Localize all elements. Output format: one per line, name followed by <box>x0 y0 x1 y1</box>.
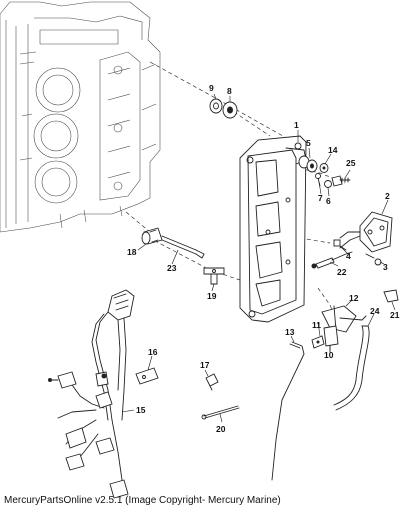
part-14-washer <box>319 163 329 173</box>
callout-24: 24 <box>370 306 380 316</box>
part-21-clip <box>383 289 399 303</box>
callout-19: 19 <box>207 291 217 301</box>
part-9-nut <box>209 98 223 114</box>
callout-10: 10 <box>324 350 334 360</box>
part-10-clamp <box>323 325 339 353</box>
part-23-hose <box>161 235 205 259</box>
part-8-grommet <box>222 101 238 119</box>
callout-7: 7 <box>318 193 323 203</box>
part-19-tee <box>203 267 225 285</box>
part-24-tube <box>333 325 370 411</box>
callout-leaders <box>121 93 396 423</box>
callout-11: 11 <box>312 320 321 330</box>
callout-16: 16 <box>148 347 158 357</box>
image-caption: MercuryPartsOnline v2.5.1 (Image Copyrig… <box>4 495 281 506</box>
callout-labels: 1 2 3 4 5 6 7 8 9 10 11 12 13 14 15 16 1… <box>127 83 400 434</box>
callout-13: 13 <box>285 327 295 337</box>
part-16-bracket <box>135 367 159 385</box>
callout-22: 22 <box>337 267 347 277</box>
part-18-fitting <box>141 227 163 245</box>
callout-21: 21 <box>390 310 400 320</box>
callout-14: 14 <box>328 145 338 155</box>
callout-12: 12 <box>349 293 359 303</box>
callout-1: 1 <box>294 120 299 130</box>
callout-8: 8 <box>227 86 232 96</box>
callout-18: 18 <box>127 247 137 257</box>
callout-9: 9 <box>209 83 214 93</box>
callout-20: 20 <box>216 424 226 434</box>
part-17-clip <box>205 373 219 391</box>
callout-3: 3 <box>383 262 388 272</box>
mounting-plate <box>239 135 307 323</box>
engine-block <box>0 1 161 233</box>
part-11-clip <box>311 335 325 349</box>
part-13-rod <box>271 341 305 481</box>
callout-5: 5 <box>306 138 311 148</box>
part-20-tie-strap <box>201 405 240 420</box>
callout-17: 17 <box>200 360 210 370</box>
callout-2: 2 <box>385 191 390 201</box>
callout-23: 23 <box>167 263 177 273</box>
callout-15: 15 <box>136 405 146 415</box>
part-5-bushing <box>298 155 318 173</box>
part-7-screw <box>315 173 321 187</box>
callout-4: 4 <box>346 251 351 261</box>
part-22-sensor <box>311 251 353 269</box>
part-25-bolt <box>331 175 351 187</box>
part-3-screw <box>365 253 382 266</box>
assembly-guide-lines <box>125 61 346 321</box>
part-2-module <box>339 211 393 253</box>
callout-6: 6 <box>326 196 331 206</box>
part-15-harness <box>48 289 135 499</box>
callout-25: 25 <box>346 158 356 168</box>
part-6-washer <box>324 180 332 188</box>
